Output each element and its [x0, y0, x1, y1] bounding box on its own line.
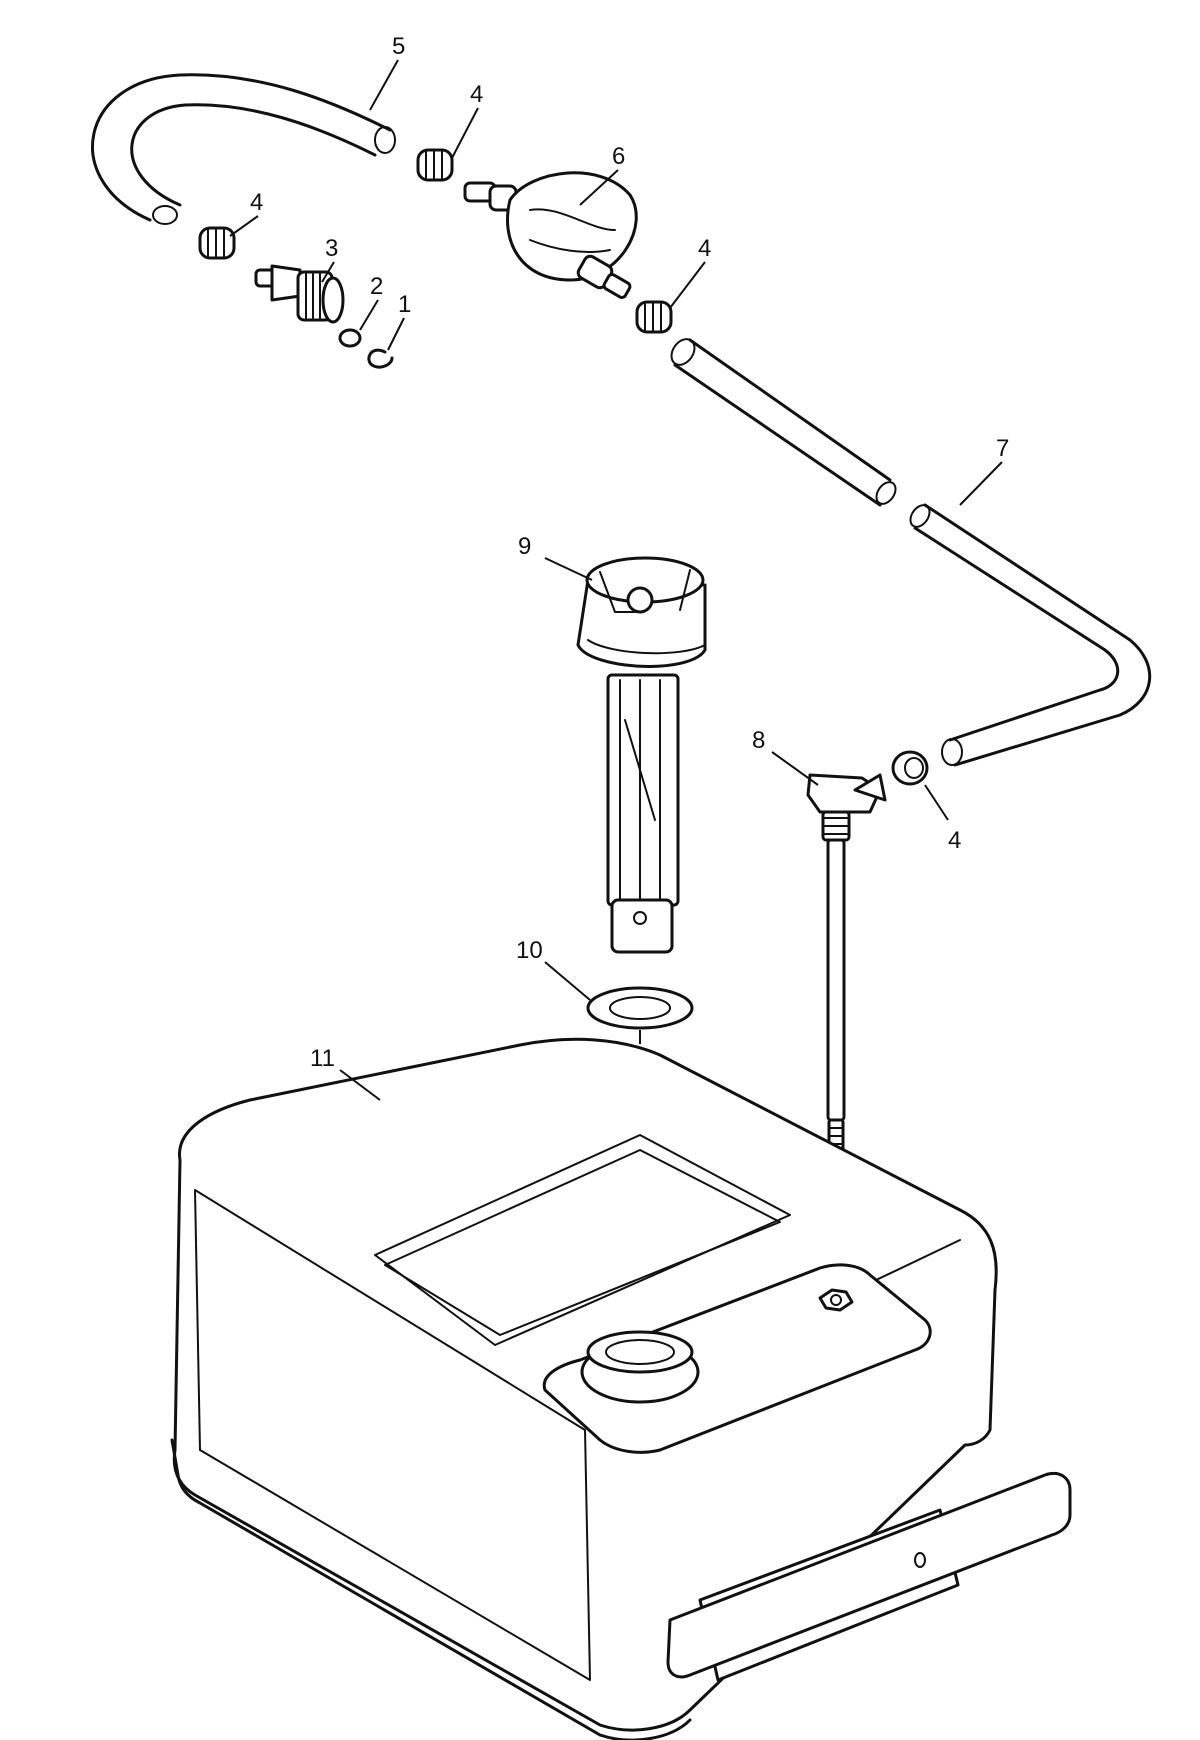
- part-4-clamp-b: [198, 226, 236, 260]
- part-4-clamp-a: [416, 148, 454, 182]
- callout-7: 7: [996, 435, 1009, 462]
- callout-6: 6: [612, 143, 625, 170]
- part-3-connector: [254, 264, 345, 324]
- part-4-clamp-c: [635, 300, 673, 334]
- callout-9: 9: [518, 533, 531, 560]
- callout-11: 11: [310, 1045, 335, 1072]
- callout-2: 2: [370, 273, 383, 300]
- callouts: 1 2 3 4 4 4 4 5 6 7 8 9 10 11: [250, 33, 1009, 1072]
- callout-4b: 4: [250, 189, 263, 216]
- part-9-fuel-gauge: [576, 556, 707, 954]
- callout-4c: 4: [698, 235, 711, 262]
- callout-10: 10: [516, 937, 543, 964]
- part-10-gasket: [586, 986, 694, 1030]
- callout-4d: 4: [948, 827, 961, 854]
- callout-4a: 4: [470, 81, 483, 108]
- callout-3: 3: [325, 235, 338, 262]
- part-11-fuel-tank: [170, 1037, 1072, 1740]
- leader-lines: [229, 59, 1003, 1101]
- part-5-hose: [91, 73, 396, 225]
- part-2-o-ring: [338, 328, 362, 348]
- callout-1: 1: [398, 291, 411, 318]
- part-7-hose: [670, 338, 1152, 767]
- part-4-clamp-d: [891, 750, 929, 786]
- part-1-clip: [367, 348, 394, 369]
- part-8-pickup-tube: [806, 773, 887, 1160]
- part-6-primer-bulb: [463, 171, 638, 299]
- callout-5: 5: [392, 33, 405, 60]
- callout-8: 8: [752, 727, 765, 754]
